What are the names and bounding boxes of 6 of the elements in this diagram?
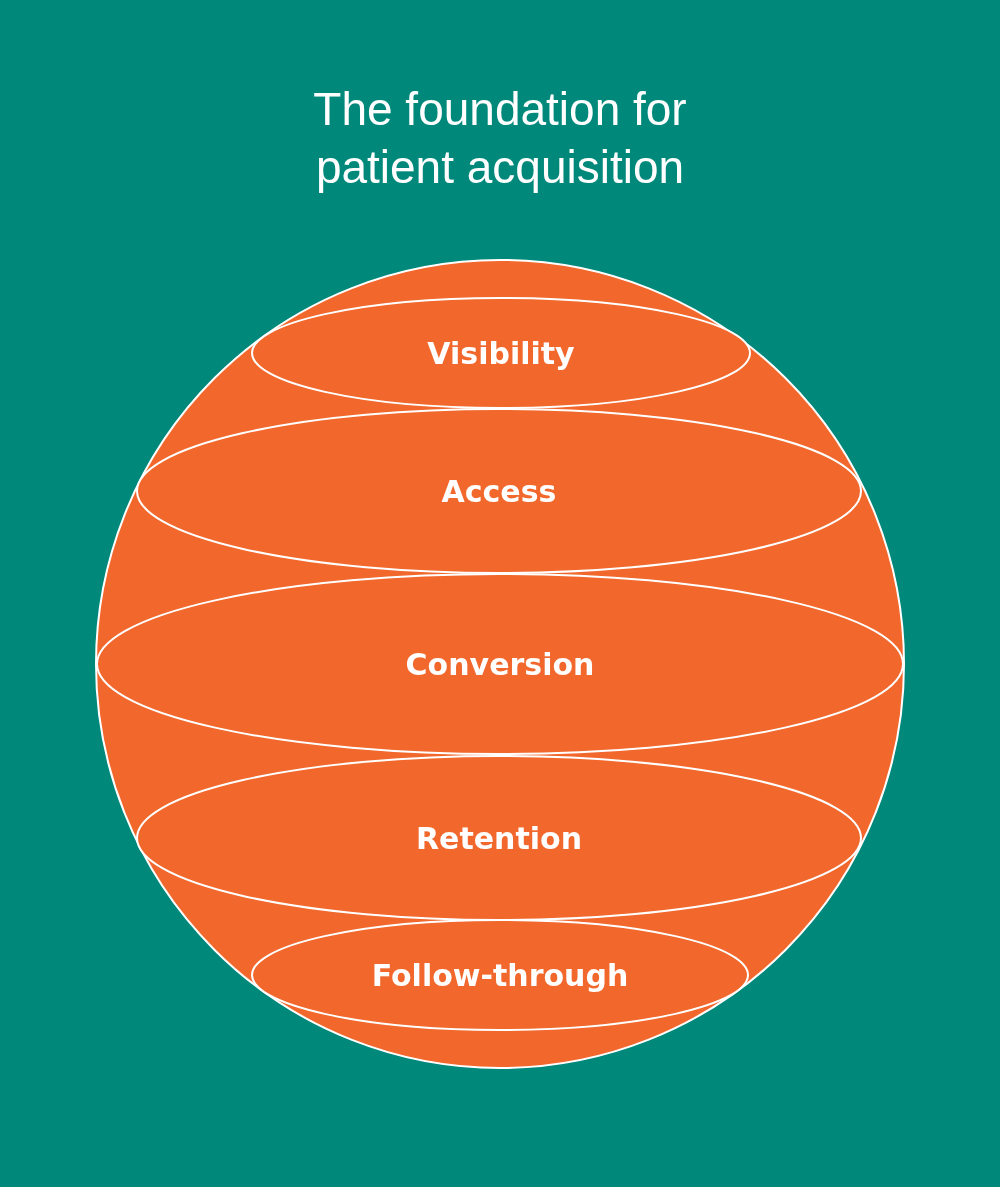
band-label: Conversion: [405, 646, 595, 682]
title: The foundation for patient acquisition: [312, 82, 688, 195]
band-label: Visibility: [427, 335, 575, 371]
band-label: Follow-through: [371, 957, 629, 993]
band-label: Access: [441, 473, 557, 509]
band-label: Retention: [415, 820, 583, 856]
